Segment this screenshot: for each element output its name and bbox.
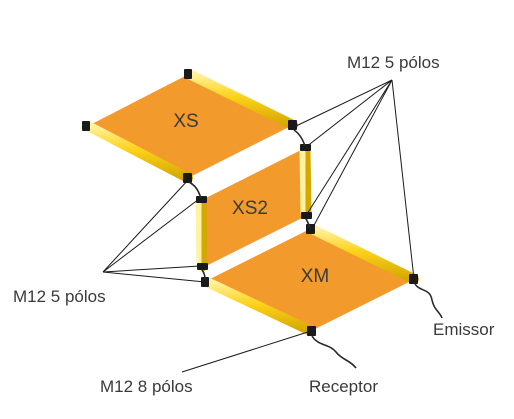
- connector-group: [82, 69, 418, 336]
- label-m12-5-pole-top: M12 5 pólos: [347, 53, 440, 72]
- bar-xs2-right: [299, 144, 312, 220]
- cable-xs-to-xs2-right: [293, 129, 306, 147]
- connector-xs2-left-top: [196, 196, 207, 203]
- connector-xm-emitter-start: [306, 224, 315, 234]
- panel-xs2: [200, 148, 306, 268]
- cable-xs2-to-xm-right: [305, 218, 311, 229]
- connector-xs-left-start: [82, 121, 90, 131]
- connector-xs2-right-bottom: [301, 212, 312, 219]
- connector-xs-top-end: [288, 120, 297, 130]
- cable-xs-to-xs2-left: [188, 181, 202, 199]
- connector-xs2-left-bottom: [197, 263, 208, 270]
- bar-xs-left: [83, 121, 193, 183]
- panel-label-xs: XS: [173, 111, 198, 132]
- panel-label-xs2: XS2: [232, 198, 268, 219]
- label-emitter: Emissor: [433, 320, 495, 339]
- bar-xm-emitter: [307, 224, 419, 284]
- bar-xs-top: [184, 69, 298, 130]
- cable-emitter: [414, 283, 443, 319]
- panel-label-xm: XM: [301, 266, 330, 287]
- cable-group: [188, 129, 443, 369]
- cable-xs2-to-xm-left: [201, 269, 206, 281]
- leader-lines: [102, 79, 415, 373]
- connector-xs-left-end: [183, 173, 192, 183]
- label-receiver: Receptor: [309, 377, 378, 396]
- label-m12-5-pole-left: M12 5 pólos: [13, 287, 106, 306]
- bar-xm-receiver: [202, 277, 316, 336]
- label-m12-8-pole: M12 8 pólos: [100, 377, 193, 396]
- cable-receiver: [311, 335, 357, 369]
- bar-xs2-left: [195, 196, 208, 272]
- connector-xs-top-start: [184, 69, 192, 79]
- connector-xm-receiver-end: [307, 326, 316, 336]
